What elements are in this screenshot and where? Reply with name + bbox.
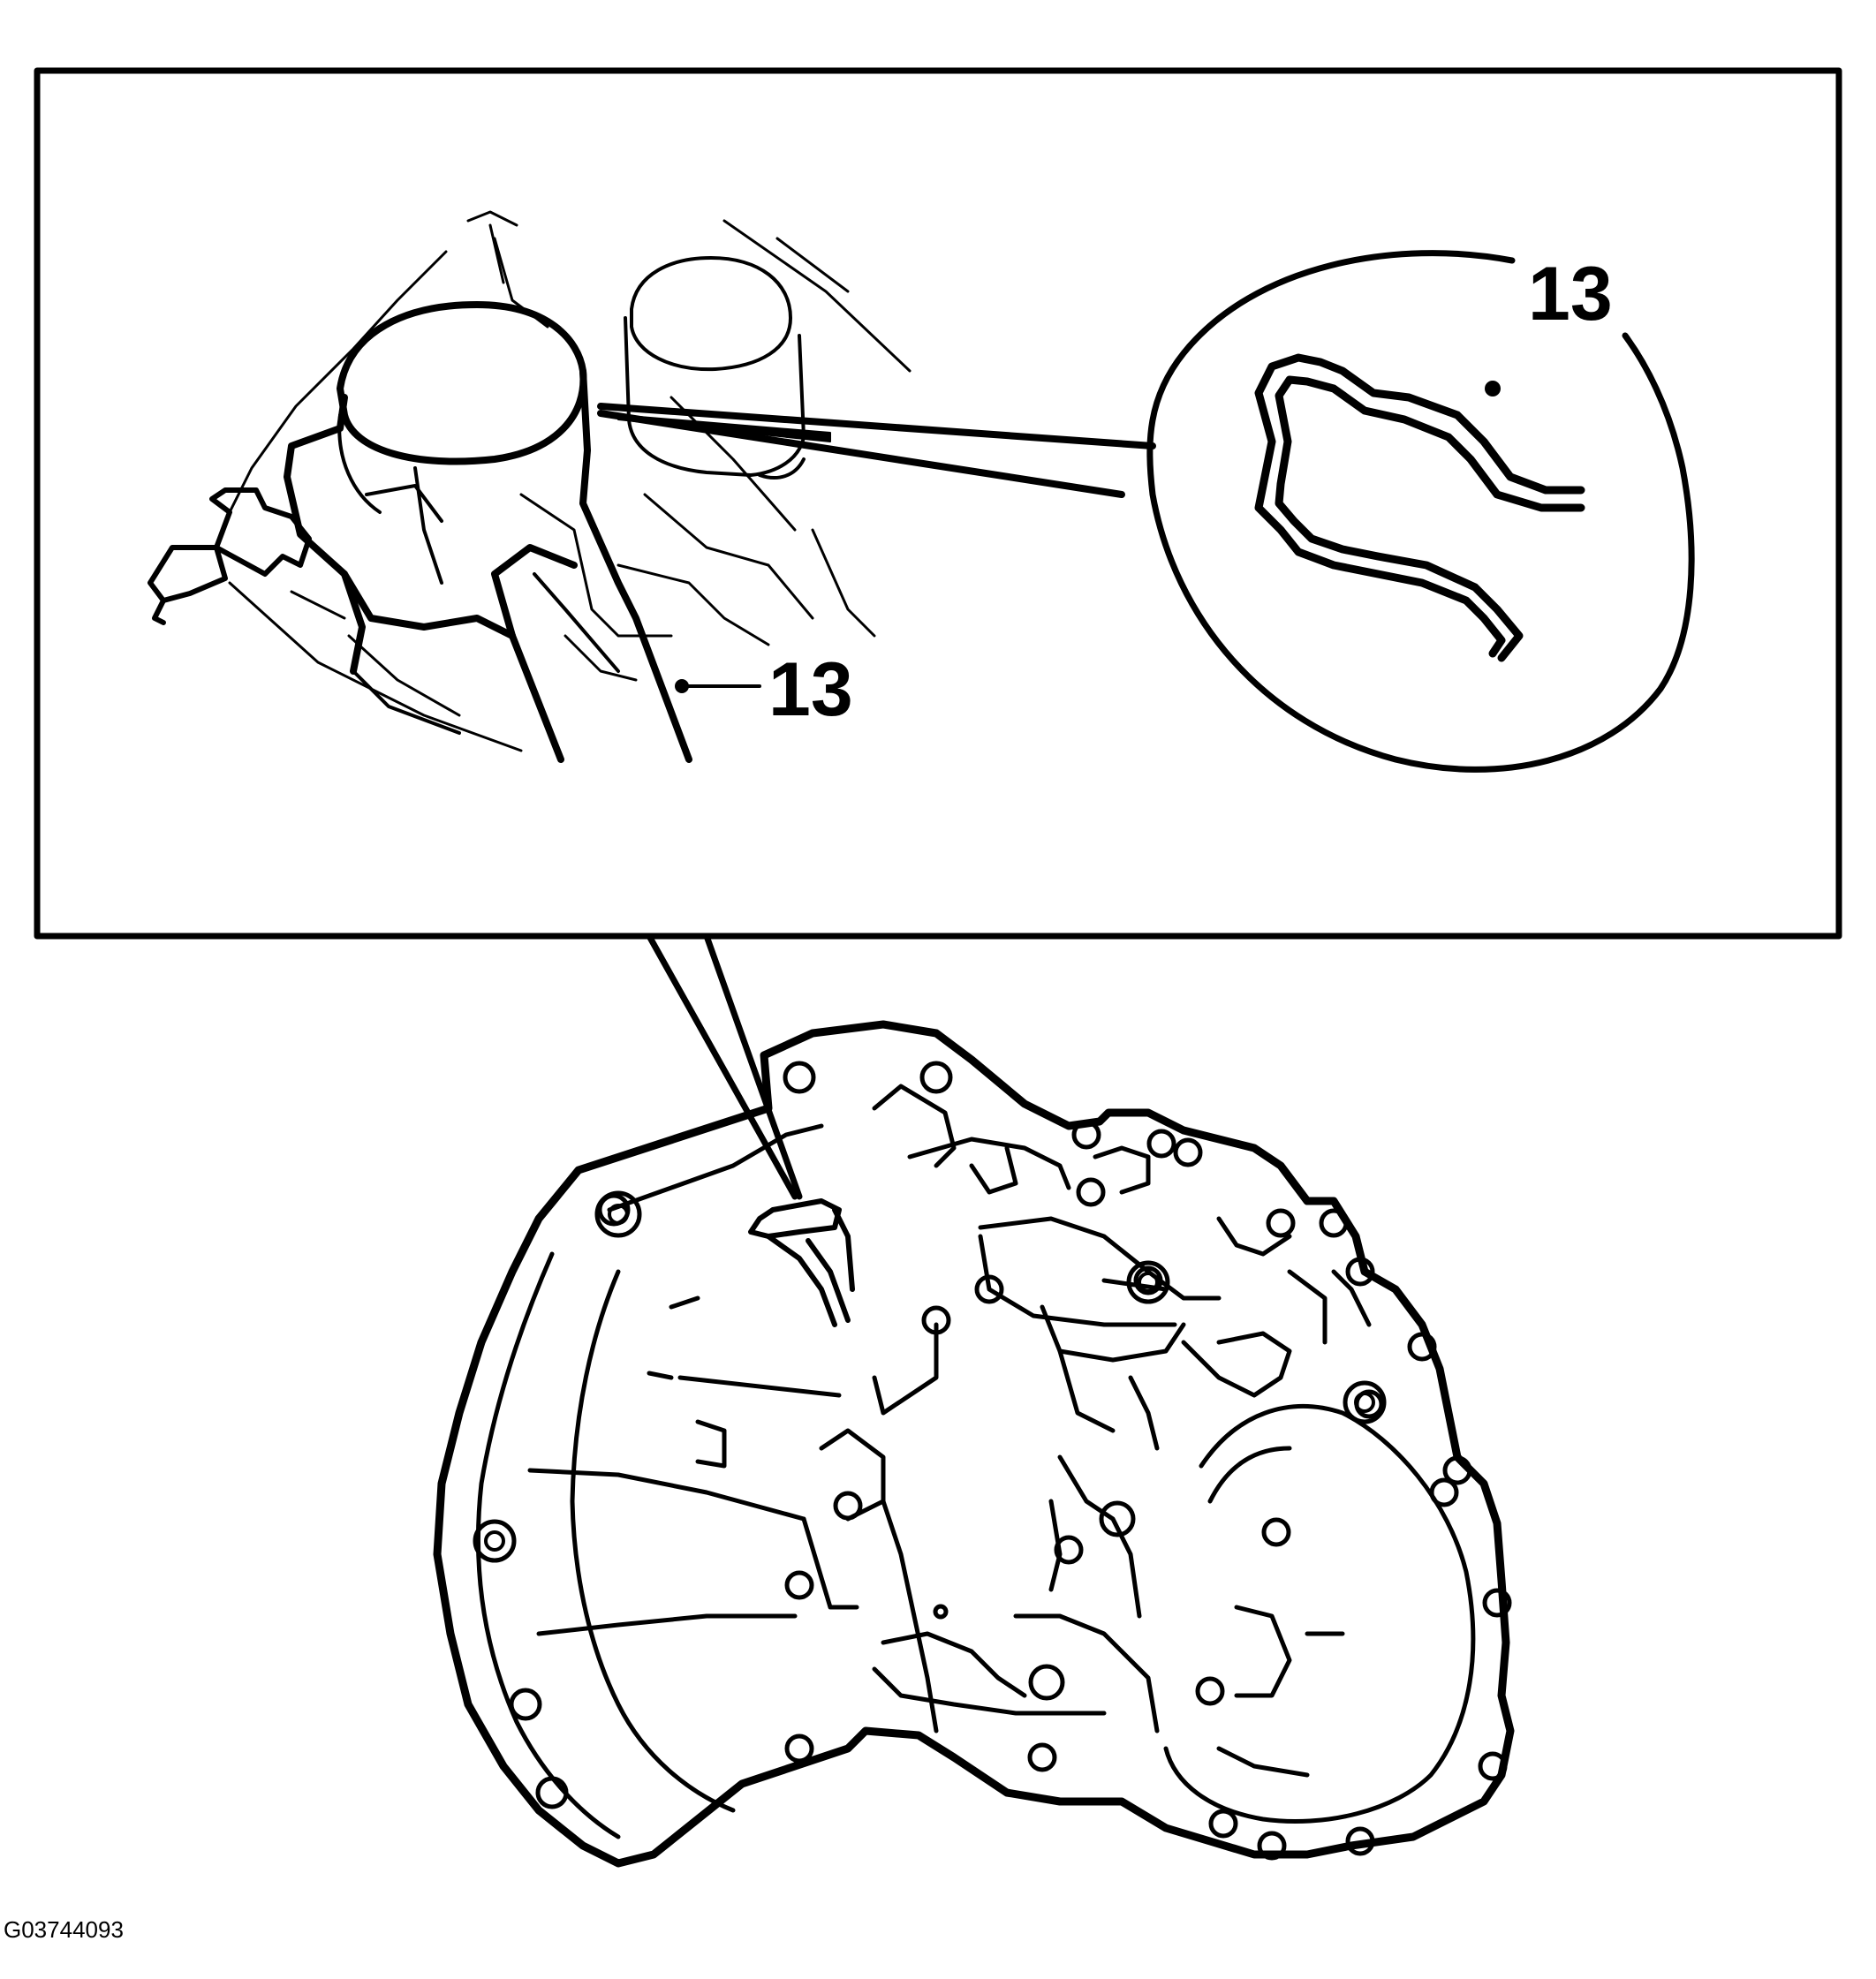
detail-circle-sealing-ring (1146, 250, 1695, 773)
figure-id: G03744093 (4, 1916, 124, 1943)
housing-bolts (473, 1061, 1512, 1861)
transmission-housing (433, 1020, 1515, 1868)
callout-13-pipe: 13 (768, 647, 853, 732)
inset-slave-cylinder (148, 210, 1156, 763)
inset-frame (34, 67, 1842, 940)
callout-13-sealing-ring: 13 (1528, 252, 1613, 336)
inset-pointer (646, 933, 803, 1200)
